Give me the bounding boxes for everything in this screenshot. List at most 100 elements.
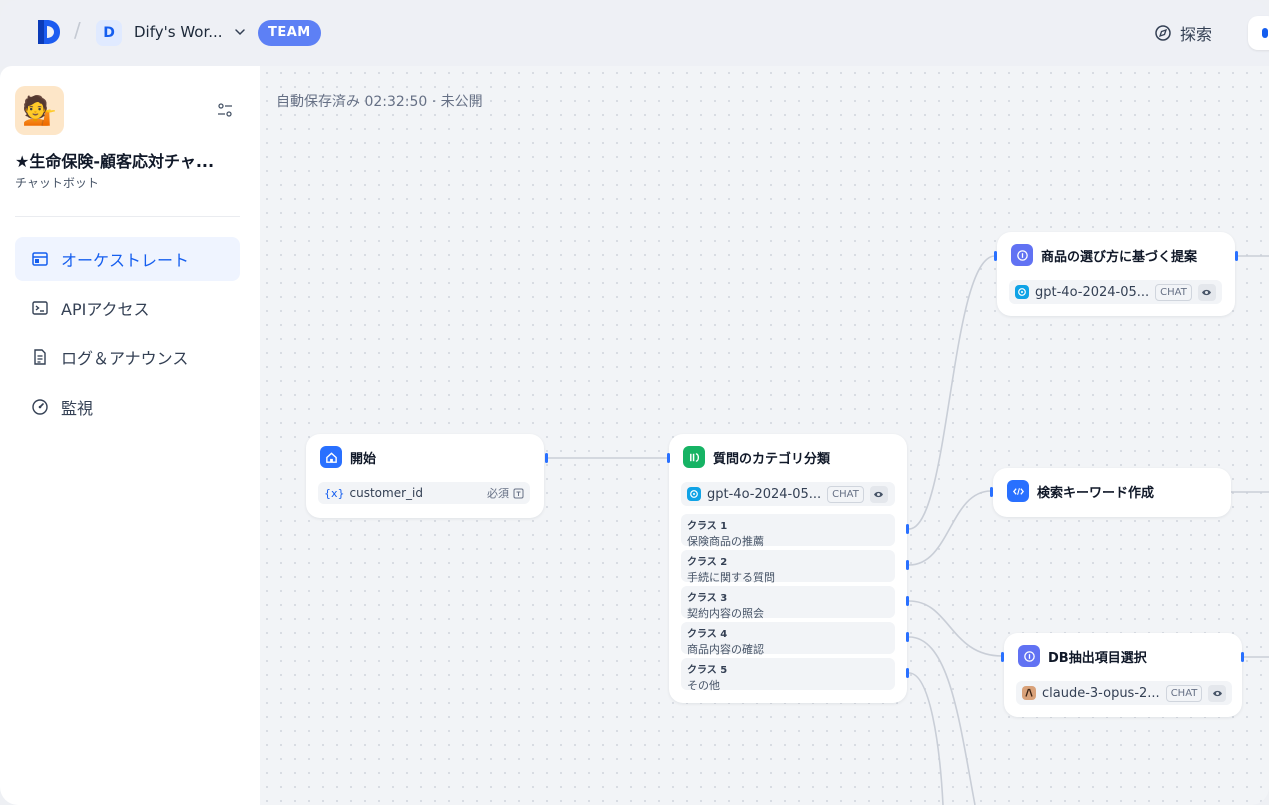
class-label: クラス 4	[687, 629, 728, 640]
class-value: 商品内容の確認	[687, 643, 764, 656]
terminal-icon	[32, 301, 48, 315]
class-value: その他	[687, 679, 720, 692]
class-value: 契約内容の照会	[687, 607, 764, 620]
sidebar-item-label: 監視	[61, 399, 94, 418]
proposal-input-handle[interactable]	[994, 251, 997, 261]
required-label: 必須	[487, 487, 509, 500]
dify-logo-icon[interactable]	[36, 18, 62, 46]
edge-class4-down	[908, 636, 976, 805]
eye-icon[interactable]	[1208, 684, 1227, 702]
openai-icon	[687, 487, 701, 501]
class-label: クラス 5	[687, 665, 728, 676]
class-value: 保険商品の推薦	[687, 535, 764, 548]
class-label: クラス 2	[687, 557, 728, 568]
model-name: gpt-4o-2024-05...	[1035, 284, 1150, 300]
node-title: 検索キーワード作成	[1037, 485, 1155, 501]
anthropic-icon	[1022, 686, 1036, 700]
app-sidebar: 💁 ★生命保険-顧客応対チャ... チャットボット オーケストレート API	[0, 66, 260, 805]
node-title: DB抽出項目選択	[1048, 650, 1147, 666]
compass-icon	[1155, 25, 1171, 41]
save-status: 自動保存済み 02:32:50 · 未公開	[276, 94, 483, 110]
model-mode-badge: CHAT	[827, 485, 864, 503]
node-header: 検索キーワード作成	[1007, 480, 1154, 502]
eye-icon[interactable]	[869, 485, 888, 503]
node-header: DB抽出項目選択	[1018, 645, 1147, 667]
explore-button[interactable]: 探索	[1154, 21, 1212, 45]
eye-icon[interactable]	[1197, 283, 1216, 301]
class1-output-handle[interactable]	[906, 524, 909, 534]
node-product-proposal[interactable]: 商品の選び方に基づく提案 gpt-4o-2024-05... CHAT	[997, 232, 1235, 316]
studio-button[interactable]	[1248, 16, 1269, 50]
workflow-edges	[547, 255, 1269, 805]
class-item[interactable]: クラス 3 契約内容の照会	[681, 586, 895, 620]
model-name: gpt-4o-2024-05...	[707, 486, 822, 502]
openai-icon	[1015, 285, 1029, 299]
sidebar-item-label: オーケストレート	[61, 251, 190, 270]
edge-class2-keyword	[908, 490, 992, 566]
layout-icon	[32, 252, 48, 266]
node-start[interactable]: 開始 {x} customer_id 必須	[306, 434, 544, 518]
node-header: 商品の選び方に基づく提案	[1011, 244, 1197, 266]
class-item[interactable]: クラス 5 その他	[681, 658, 895, 692]
db-output-handle[interactable]	[1241, 652, 1244, 662]
class-label: クラス 3	[687, 593, 728, 604]
keyword-input-handle[interactable]	[990, 487, 993, 497]
top-header: / D Dify's Wor... TEAM 探索	[0, 0, 1269, 66]
chevron-down-icon[interactable]	[234, 26, 246, 38]
app-type: チャットボット	[15, 176, 99, 190]
edge-class3-db	[908, 600, 1003, 657]
start-output-handle[interactable]	[545, 453, 548, 463]
edge-class5-down	[908, 672, 944, 805]
model-selector[interactable]: gpt-4o-2024-05... CHAT	[681, 482, 895, 506]
classifier-input-handle[interactable]	[667, 453, 670, 463]
sliders-icon[interactable]	[216, 101, 234, 119]
class5-output-handle[interactable]	[906, 668, 909, 678]
app-title: ★生命保険-顧客応対チャ...	[15, 152, 215, 171]
model-mode-badge: CHAT	[1155, 283, 1192, 301]
class-value: 手続に関する質問	[687, 571, 775, 584]
node-title: 質問のカテゴリ分類	[713, 451, 831, 467]
sidebar-item-label: ログ＆アナウンス	[61, 349, 189, 368]
class-item[interactable]: クラス 4 商品内容の確認	[681, 622, 895, 656]
workspace-avatar[interactable]: D	[96, 20, 122, 46]
proposal-output-handle[interactable]	[1235, 251, 1238, 261]
home-icon	[320, 446, 342, 468]
edge-class1-proposal	[908, 255, 996, 530]
variable-name: customer_id	[349, 486, 423, 500]
class4-output-handle[interactable]	[906, 632, 909, 642]
studio-icon	[1262, 28, 1268, 38]
start-variable-row[interactable]: {x} customer_id 必須	[318, 482, 530, 504]
sidebar-divider	[15, 216, 240, 217]
node-db-fields[interactable]: DB抽出項目選択 claude-3-opus-2... CHAT	[1004, 633, 1242, 717]
model-selector[interactable]: gpt-4o-2024-05... CHAT	[1009, 280, 1222, 304]
sidebar-item-logs[interactable]: ログ＆アナウンス	[15, 335, 240, 379]
sidebar-item-label: APIアクセス	[61, 300, 150, 319]
sidebar-item-api-access[interactable]: APIアクセス	[15, 286, 240, 330]
node-search-keyword[interactable]: 検索キーワード作成	[993, 468, 1231, 517]
workspace-name[interactable]: Dify's Wor...	[134, 23, 223, 41]
class2-output-handle[interactable]	[906, 560, 909, 570]
class3-output-handle[interactable]	[906, 596, 909, 606]
db-input-handle[interactable]	[1001, 652, 1004, 662]
model-selector[interactable]: claude-3-opus-2... CHAT	[1016, 681, 1233, 705]
class-item[interactable]: クラス 2 手続に関する質問	[681, 550, 895, 584]
llm-icon	[1018, 645, 1040, 667]
explore-label: 探索	[1180, 25, 1213, 44]
team-badge: TEAM	[258, 20, 321, 46]
node-title: 開始	[350, 451, 377, 467]
node-header: 開始	[320, 446, 376, 468]
code-icon	[1007, 480, 1029, 502]
model-mode-badge: CHAT	[1165, 684, 1203, 702]
variable-icon: {x}	[324, 486, 345, 500]
text-field-icon	[513, 488, 524, 498]
node-header: 質問のカテゴリ分類	[683, 446, 830, 468]
app-emoji-icon[interactable]: 💁	[15, 86, 64, 135]
workflow-canvas[interactable]: 自動保存済み 02:32:50 · 未公開 開始	[260, 66, 1269, 805]
file-icon	[34, 349, 46, 365]
node-title: 商品の選び方に基づく提案	[1041, 249, 1198, 265]
sidebar-item-orchestrate[interactable]: オーケストレート	[15, 237, 240, 281]
sidebar-item-monitoring[interactable]: 監視	[15, 385, 240, 429]
